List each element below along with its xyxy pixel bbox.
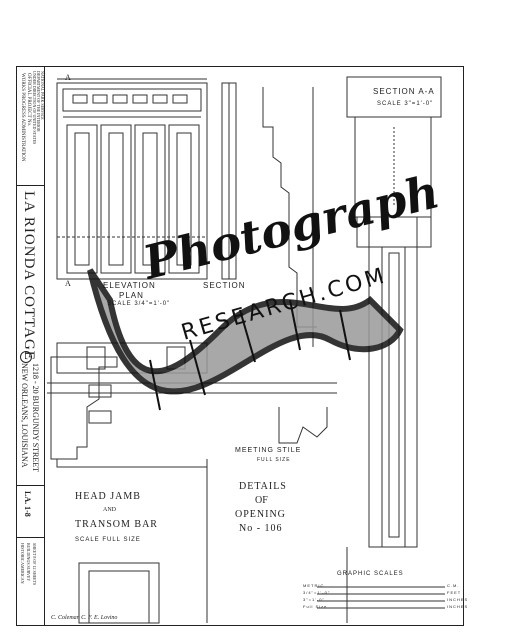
survey-number: LA. 1-8 <box>23 491 32 517</box>
agency-line-1: WORKS PROGRESS ADMINISTRATION <box>20 73 25 162</box>
agency-line-4: DEPARTMENT OF THE INTERIOR <box>36 71 41 132</box>
head-jamb-scale: SCALE FULL SIZE <box>75 537 141 543</box>
scale-row-right: FEET <box>447 590 462 595</box>
section-aa-label: SECTION A-A <box>373 87 435 96</box>
delineators: C. Coleman C. F. E. Lovino <box>51 615 118 621</box>
architectural-drawing <box>47 76 445 624</box>
and-label: AND <box>103 507 116 513</box>
transom-bar-label: TRANSOM BAR <box>75 519 158 530</box>
plan-scale: SCALE 3/4"=1'-0" <box>107 301 171 307</box>
agency-line-3: UNDER DIRECTION OF UNITED STATES <box>32 71 37 145</box>
drawing-sheet: WORKS PROGRESS ADMINISTRATION OFFICIAL P… <box>16 66 467 626</box>
address-line-2: NEW ORLEANS, LOUISIANA <box>20 363 29 468</box>
of-label: OF <box>255 495 268 506</box>
divider <box>17 485 44 486</box>
graphic-scales-title: GRAPHIC SCALES <box>337 571 404 577</box>
section-label: SECTION <box>203 281 246 290</box>
scale-row-left: Full Size <box>303 604 328 609</box>
divider <box>17 185 44 186</box>
divider <box>17 537 44 538</box>
opening-label: OPENING <box>235 509 286 520</box>
details-label: DETAILS <box>239 481 287 492</box>
survey-line-3: SHEET 8 OF 12 SHEETS <box>32 543 37 586</box>
scale-row-right: INCHES <box>447 597 469 602</box>
head-jamb-label: HEAD JAMB <box>75 491 141 502</box>
section-marker-a: A <box>65 73 71 82</box>
scale-row-right: C.M. <box>447 583 460 588</box>
scale-row-left: METRIC <box>303 583 325 588</box>
section-marker-a: A <box>65 279 71 288</box>
building-title: LA RIONDA COTTAGE <box>21 191 37 361</box>
survey-line-1: HISTORIC AMERICAN <box>20 543 25 584</box>
meeting-stile-scale: FULL SIZE <box>257 457 291 463</box>
agency-line-2: OFFICIAL PROJECT No. <box>26 73 31 127</box>
agency-line-5: NATIONAL PARK SERVICE <box>40 71 45 120</box>
meeting-stile-label: MEETING STILE <box>235 447 302 454</box>
scale-row-left: 3/4"=1'-0" <box>303 590 331 595</box>
plan-label: PLAN <box>119 291 144 300</box>
scale-row-right: INCHES <box>447 604 469 609</box>
title-block: WORKS PROGRESS ADMINISTRATION OFFICIAL P… <box>17 67 45 625</box>
seal-icon <box>20 351 32 363</box>
address-line-1: 1218 - 20 BURGUNDY STREET <box>31 363 40 473</box>
survey-line-2: BUILDINGS SURVEY <box>26 543 31 582</box>
section-aa-scale: SCALE 3"=1'-0" <box>377 101 434 107</box>
opening-number: No - 106 <box>239 523 283 534</box>
scale-row-left: 3"=1'-0" <box>303 597 325 602</box>
elevation-label: ELEVATION <box>103 281 156 290</box>
